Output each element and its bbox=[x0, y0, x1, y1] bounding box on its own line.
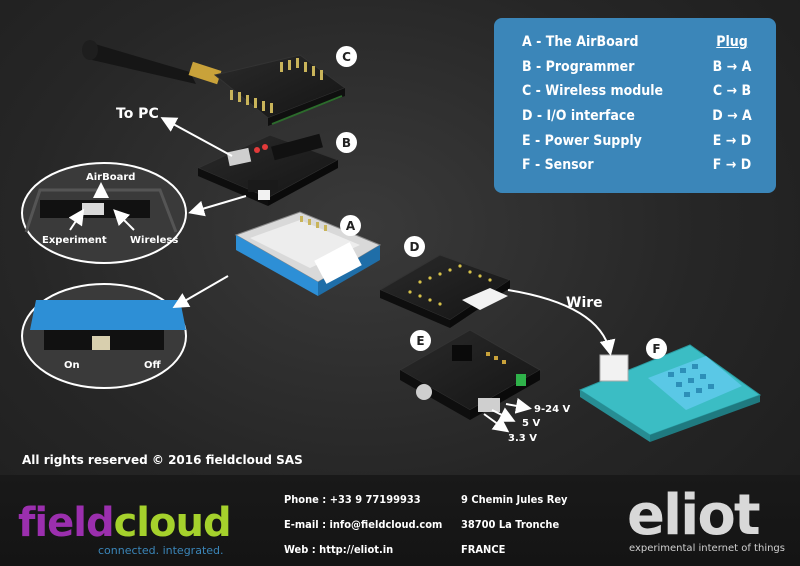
arrow-9-24v bbox=[505, 397, 532, 414]
board-f-sensor bbox=[578, 344, 762, 442]
copyright-text: All rights reserved © 2016 fieldcloud SA… bbox=[22, 453, 303, 467]
contact-web[interactable]: Web : http://eliot.in bbox=[284, 543, 394, 556]
legend-plug: B → A bbox=[712, 58, 752, 75]
exploded-diagram: C B A D E F To PC AirBoard Experiment Wi… bbox=[21, 18, 776, 467]
arrow-to-pc bbox=[160, 117, 233, 157]
legend-header: A - The AirBoard Plug bbox=[522, 30, 762, 55]
label-airboard: AirBoard bbox=[86, 172, 136, 183]
arrow-wire bbox=[507, 289, 616, 356]
arrow-wireless bbox=[113, 209, 135, 231]
legend-plug: C → B bbox=[712, 83, 752, 100]
zoom-power-switch bbox=[21, 283, 187, 389]
label-experiment: Experiment bbox=[42, 235, 107, 246]
badge-c: C bbox=[336, 46, 357, 67]
legend-panel: A - The AirBoard Plug B - Programmer B →… bbox=[494, 18, 776, 193]
arrow-3-3v bbox=[483, 413, 510, 433]
brand-part1: field bbox=[18, 500, 115, 546]
badge-e: E bbox=[410, 330, 431, 351]
fieldcloud-logo: fieldcloud connected. integrated. bbox=[18, 500, 232, 557]
address-country: FRANCE bbox=[461, 543, 506, 556]
label-wire: Wire bbox=[566, 295, 603, 311]
arrow-5v bbox=[491, 407, 516, 422]
badge-d: D bbox=[404, 236, 425, 257]
legend-label: B - Programmer bbox=[522, 58, 635, 75]
label-wireless: Wireless bbox=[130, 235, 179, 246]
diagram-graphics bbox=[21, 40, 762, 442]
address-street: 9 Chemin Jules Rey bbox=[461, 493, 568, 506]
legend-row: C - Wireless module C → B bbox=[522, 79, 762, 104]
legend-plug: E → D bbox=[712, 132, 752, 149]
board-b-programmer bbox=[196, 133, 340, 206]
arrow-to-switch-zoom bbox=[188, 195, 247, 217]
brand-tagline: connected. integrated. bbox=[98, 544, 224, 557]
label-3-3v: 3.3 V bbox=[508, 433, 537, 444]
legend-label: D - I/O interface bbox=[522, 108, 635, 125]
legend-label: E - Power Supply bbox=[522, 132, 642, 149]
contact-email[interactable]: E-mail : info@fieldcloud.com bbox=[284, 518, 443, 531]
legend-plug: D → A bbox=[712, 108, 752, 125]
legend-label: C - Wireless module bbox=[522, 83, 664, 100]
legend-label: F - Sensor bbox=[522, 157, 594, 174]
label-9-24v: 9-24 V bbox=[534, 404, 571, 415]
eliot-wordmark: eliot bbox=[627, 483, 761, 548]
label-to-pc: To PC bbox=[116, 106, 159, 122]
eliot-tagline: experimental internet of things bbox=[629, 543, 785, 554]
legend-row: D - I/O interface D → A bbox=[522, 104, 762, 129]
legend-row: B - Programmer B → A bbox=[522, 55, 762, 80]
board-e-power-supply bbox=[398, 329, 542, 420]
board-d-io-interface bbox=[378, 254, 512, 328]
label-5v: 5 V bbox=[522, 418, 541, 429]
address-city: 38700 La Tronche bbox=[461, 518, 560, 531]
label-on: On bbox=[64, 360, 80, 371]
legend-row: E - Power Supply E → D bbox=[522, 128, 762, 153]
legend-plug-header: Plug bbox=[716, 34, 748, 51]
footer: fieldcloud connected. integrated. Phone … bbox=[0, 475, 800, 566]
brand-part2: cloud bbox=[113, 500, 232, 546]
legend-plug: F → D bbox=[712, 157, 752, 174]
board-a-airboard bbox=[234, 211, 382, 296]
label-off: Off bbox=[144, 360, 161, 371]
eliot-logo: eliot experimental internet of things bbox=[627, 483, 785, 555]
zoom-switch-selector bbox=[21, 162, 187, 264]
legend-label: A - The AirBoard bbox=[522, 34, 639, 51]
badge-b: B bbox=[336, 132, 357, 153]
arrow-to-power-zoom bbox=[172, 275, 229, 308]
contact-phone: Phone : +33 9 77199933 bbox=[284, 493, 421, 506]
board-c-wireless-module bbox=[213, 54, 347, 126]
legend-row: F - Sensor F → D bbox=[522, 153, 762, 178]
badge-a: A bbox=[340, 215, 361, 236]
antenna bbox=[82, 40, 222, 85]
arrow-experiment bbox=[68, 208, 85, 231]
badge-f: F bbox=[646, 338, 667, 359]
